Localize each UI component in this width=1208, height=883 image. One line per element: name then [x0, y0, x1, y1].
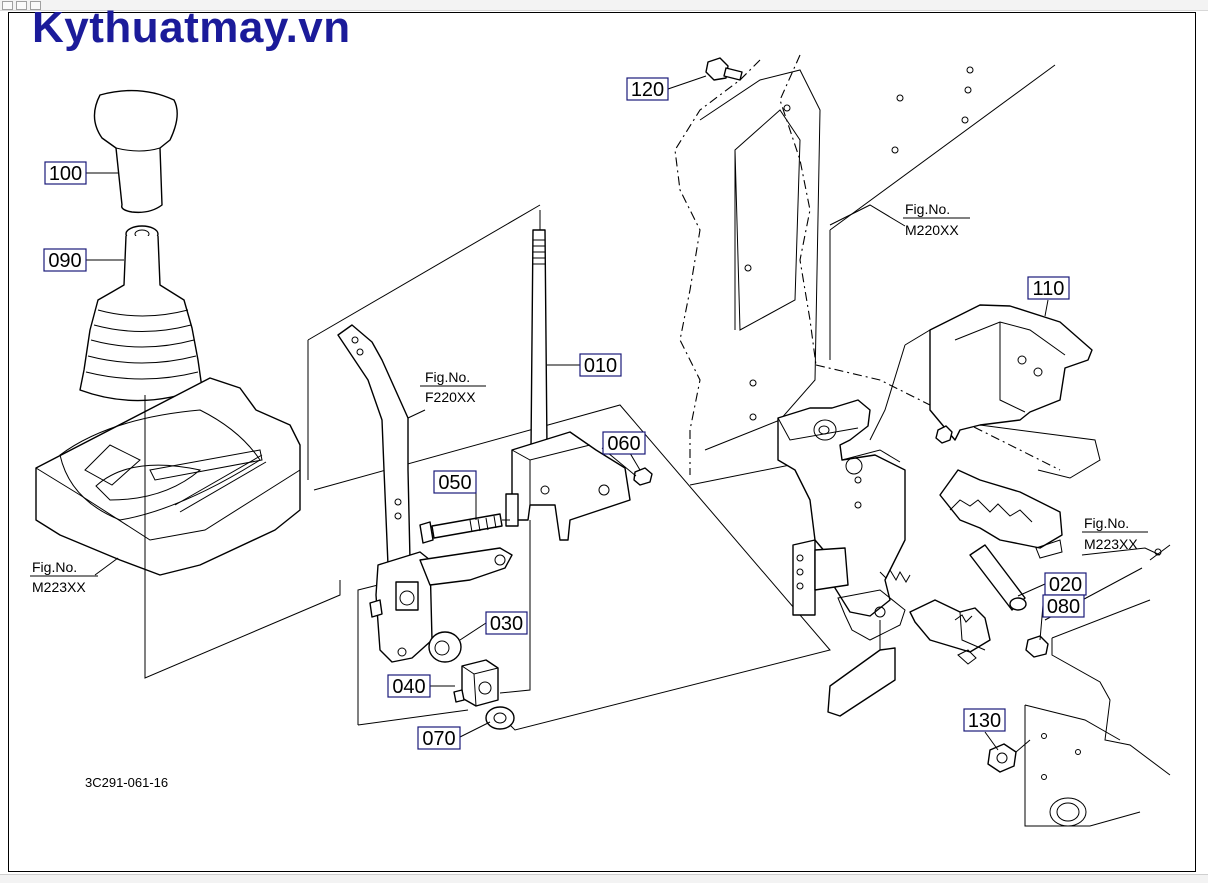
- part-label-070[interactable]: 070: [417, 726, 461, 750]
- svg-text:M223XX: M223XX: [1084, 536, 1138, 552]
- fig-ref-m220xx[interactable]: Fig.No. M220XX: [903, 201, 970, 238]
- svg-text:060: 060: [607, 433, 640, 455]
- fig-ref-m223xx-left[interactable]: Fig.No. M223XX: [30, 559, 98, 595]
- svg-text:110: 110: [1033, 278, 1065, 300]
- boot-drawing: [79, 225, 203, 402]
- part-label-020[interactable]: 020: [1044, 572, 1087, 596]
- svg-text:120: 120: [631, 79, 664, 101]
- viewer-bottom-bar: [0, 874, 1208, 883]
- part-label-120[interactable]: 120: [626, 77, 669, 101]
- svg-text:090: 090: [48, 250, 81, 272]
- part-label-010[interactable]: 010: [579, 353, 622, 377]
- part-label-060[interactable]: 060: [602, 431, 646, 455]
- diagram-code: 3C291-061-16: [85, 775, 168, 790]
- viewer-top-bar: [0, 0, 1208, 11]
- svg-text:050: 050: [438, 472, 471, 494]
- diagram-frame: [8, 12, 1196, 872]
- svg-text:Fig.No.: Fig.No.: [32, 559, 77, 575]
- svg-text:100: 100: [49, 163, 82, 185]
- part-labels: 100 090 010 060 050 030 040 070: [43, 77, 1087, 750]
- svg-text:M220XX: M220XX: [905, 222, 959, 238]
- fig-ref-m223xx-right[interactable]: Fig.No. M223XX: [1082, 515, 1148, 552]
- part-label-080[interactable]: 080: [1042, 594, 1085, 618]
- figure-refs: Fig.No. M223XX Fig.No. F220XX Fig.No. M2…: [30, 201, 1148, 595]
- part-label-050[interactable]: 050: [433, 470, 477, 494]
- fig-ref-f220xx[interactable]: Fig.No. F220XX: [420, 369, 486, 405]
- part-label-090[interactable]: 090: [43, 248, 87, 272]
- console-drawing: [35, 377, 301, 576]
- part-label-030[interactable]: 030: [485, 611, 528, 635]
- file-icon[interactable]: [2, 1, 13, 10]
- panel-drawing: [674, 54, 1171, 827]
- watermark-logo: Kythuatmay.vn: [32, 3, 351, 52]
- svg-text:030: 030: [490, 613, 523, 635]
- svg-text:Fig.No.: Fig.No.: [905, 201, 950, 217]
- svg-text:Fig.No.: Fig.No.: [425, 369, 470, 385]
- page-icon[interactable]: [16, 1, 27, 10]
- svg-text:070: 070: [422, 728, 455, 750]
- svg-text:M223XX: M223XX: [32, 579, 86, 595]
- svg-text:F220XX: F220XX: [425, 389, 476, 405]
- knob-drawing: [93, 89, 178, 214]
- svg-text:010: 010: [584, 355, 617, 377]
- page-icon[interactable]: [30, 1, 41, 10]
- svg-text:Fig.No.: Fig.No.: [1084, 515, 1129, 531]
- svg-text:130: 130: [968, 710, 1001, 732]
- part-label-100[interactable]: 100: [44, 161, 87, 185]
- svg-text:040: 040: [392, 676, 425, 698]
- part-label-130[interactable]: 130: [963, 708, 1006, 732]
- part-label-040[interactable]: 040: [387, 674, 431, 698]
- part-label-110[interactable]: 110: [1027, 276, 1070, 300]
- lever-assembly-drawing: [307, 204, 841, 731]
- leader-lines: [86, 75, 1161, 751]
- svg-text:080: 080: [1047, 596, 1080, 618]
- svg-text:020: 020: [1049, 574, 1082, 596]
